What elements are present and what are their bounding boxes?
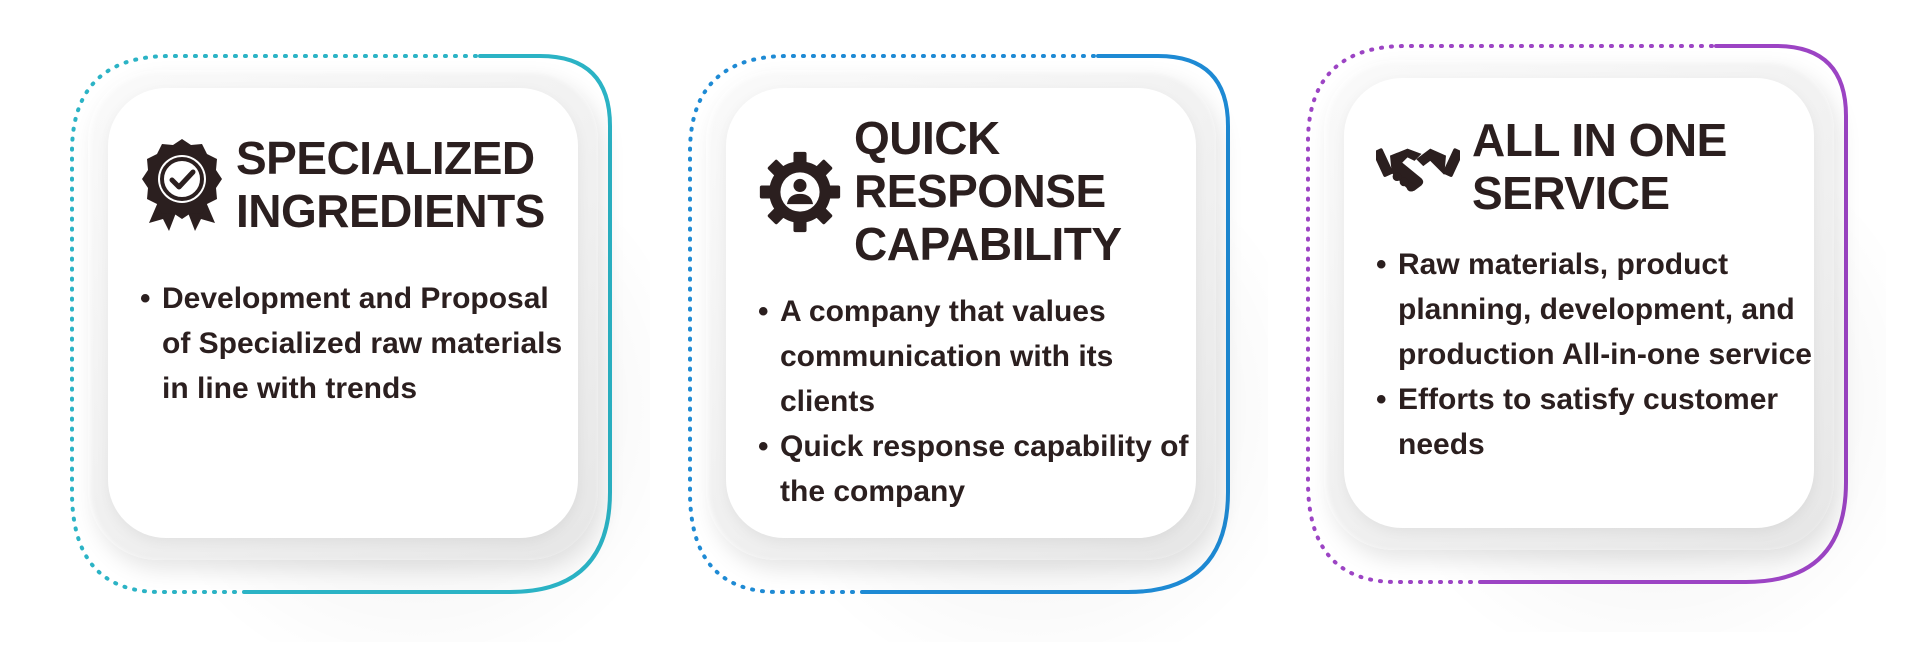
card-frame-accent <box>1306 44 1848 584</box>
card-bullet-list: Development and Proposal of Specialized … <box>140 276 580 411</box>
badge-check-icon <box>140 137 224 233</box>
card-content: ALL IN ONE SERVICE Raw materials, produc… <box>1376 114 1816 467</box>
card-content: SPECIALIZED INGREDIENTS Development and … <box>140 132 580 411</box>
gear-person-icon <box>758 144 842 240</box>
card-bullet-list: Raw materials, product planning, develop… <box>1376 242 1816 467</box>
feature-card-all-in-one: ALL IN ONE SERVICE Raw materials, produc… <box>1306 42 1886 632</box>
card-header: SPECIALIZED INGREDIENTS <box>140 132 580 238</box>
feature-card-quick-response: QUICK RESPONSE CAPABILITY A company that… <box>688 52 1268 642</box>
card-frame-accent <box>70 54 612 594</box>
list-item: Raw materials, product planning, develop… <box>1376 242 1816 377</box>
list-item: Quick response capability of the company <box>758 424 1198 514</box>
card-header: ALL IN ONE SERVICE <box>1376 114 1816 220</box>
card-title: SPECIALIZED INGREDIENTS <box>236 132 545 237</box>
card-frame-accent <box>688 54 1230 594</box>
list-item: Development and Proposal of Specialized … <box>140 276 580 411</box>
card-title: QUICK RESPONSE CAPABILITY <box>854 112 1122 270</box>
card-header: QUICK RESPONSE CAPABILITY <box>758 112 1198 271</box>
list-item: Efforts to satisfy customer needs <box>1376 377 1816 467</box>
list-item: A company that values communication with… <box>758 289 1198 424</box>
card-content: QUICK RESPONSE CAPABILITY A company that… <box>758 112 1198 514</box>
handshake-icon <box>1376 119 1460 215</box>
card-bullet-list: A company that values communication with… <box>758 289 1198 514</box>
card-title: ALL IN ONE SERVICE <box>1472 114 1727 219</box>
feature-card-specialized-ingredients: SPECIALIZED INGREDIENTS Development and … <box>70 52 650 642</box>
